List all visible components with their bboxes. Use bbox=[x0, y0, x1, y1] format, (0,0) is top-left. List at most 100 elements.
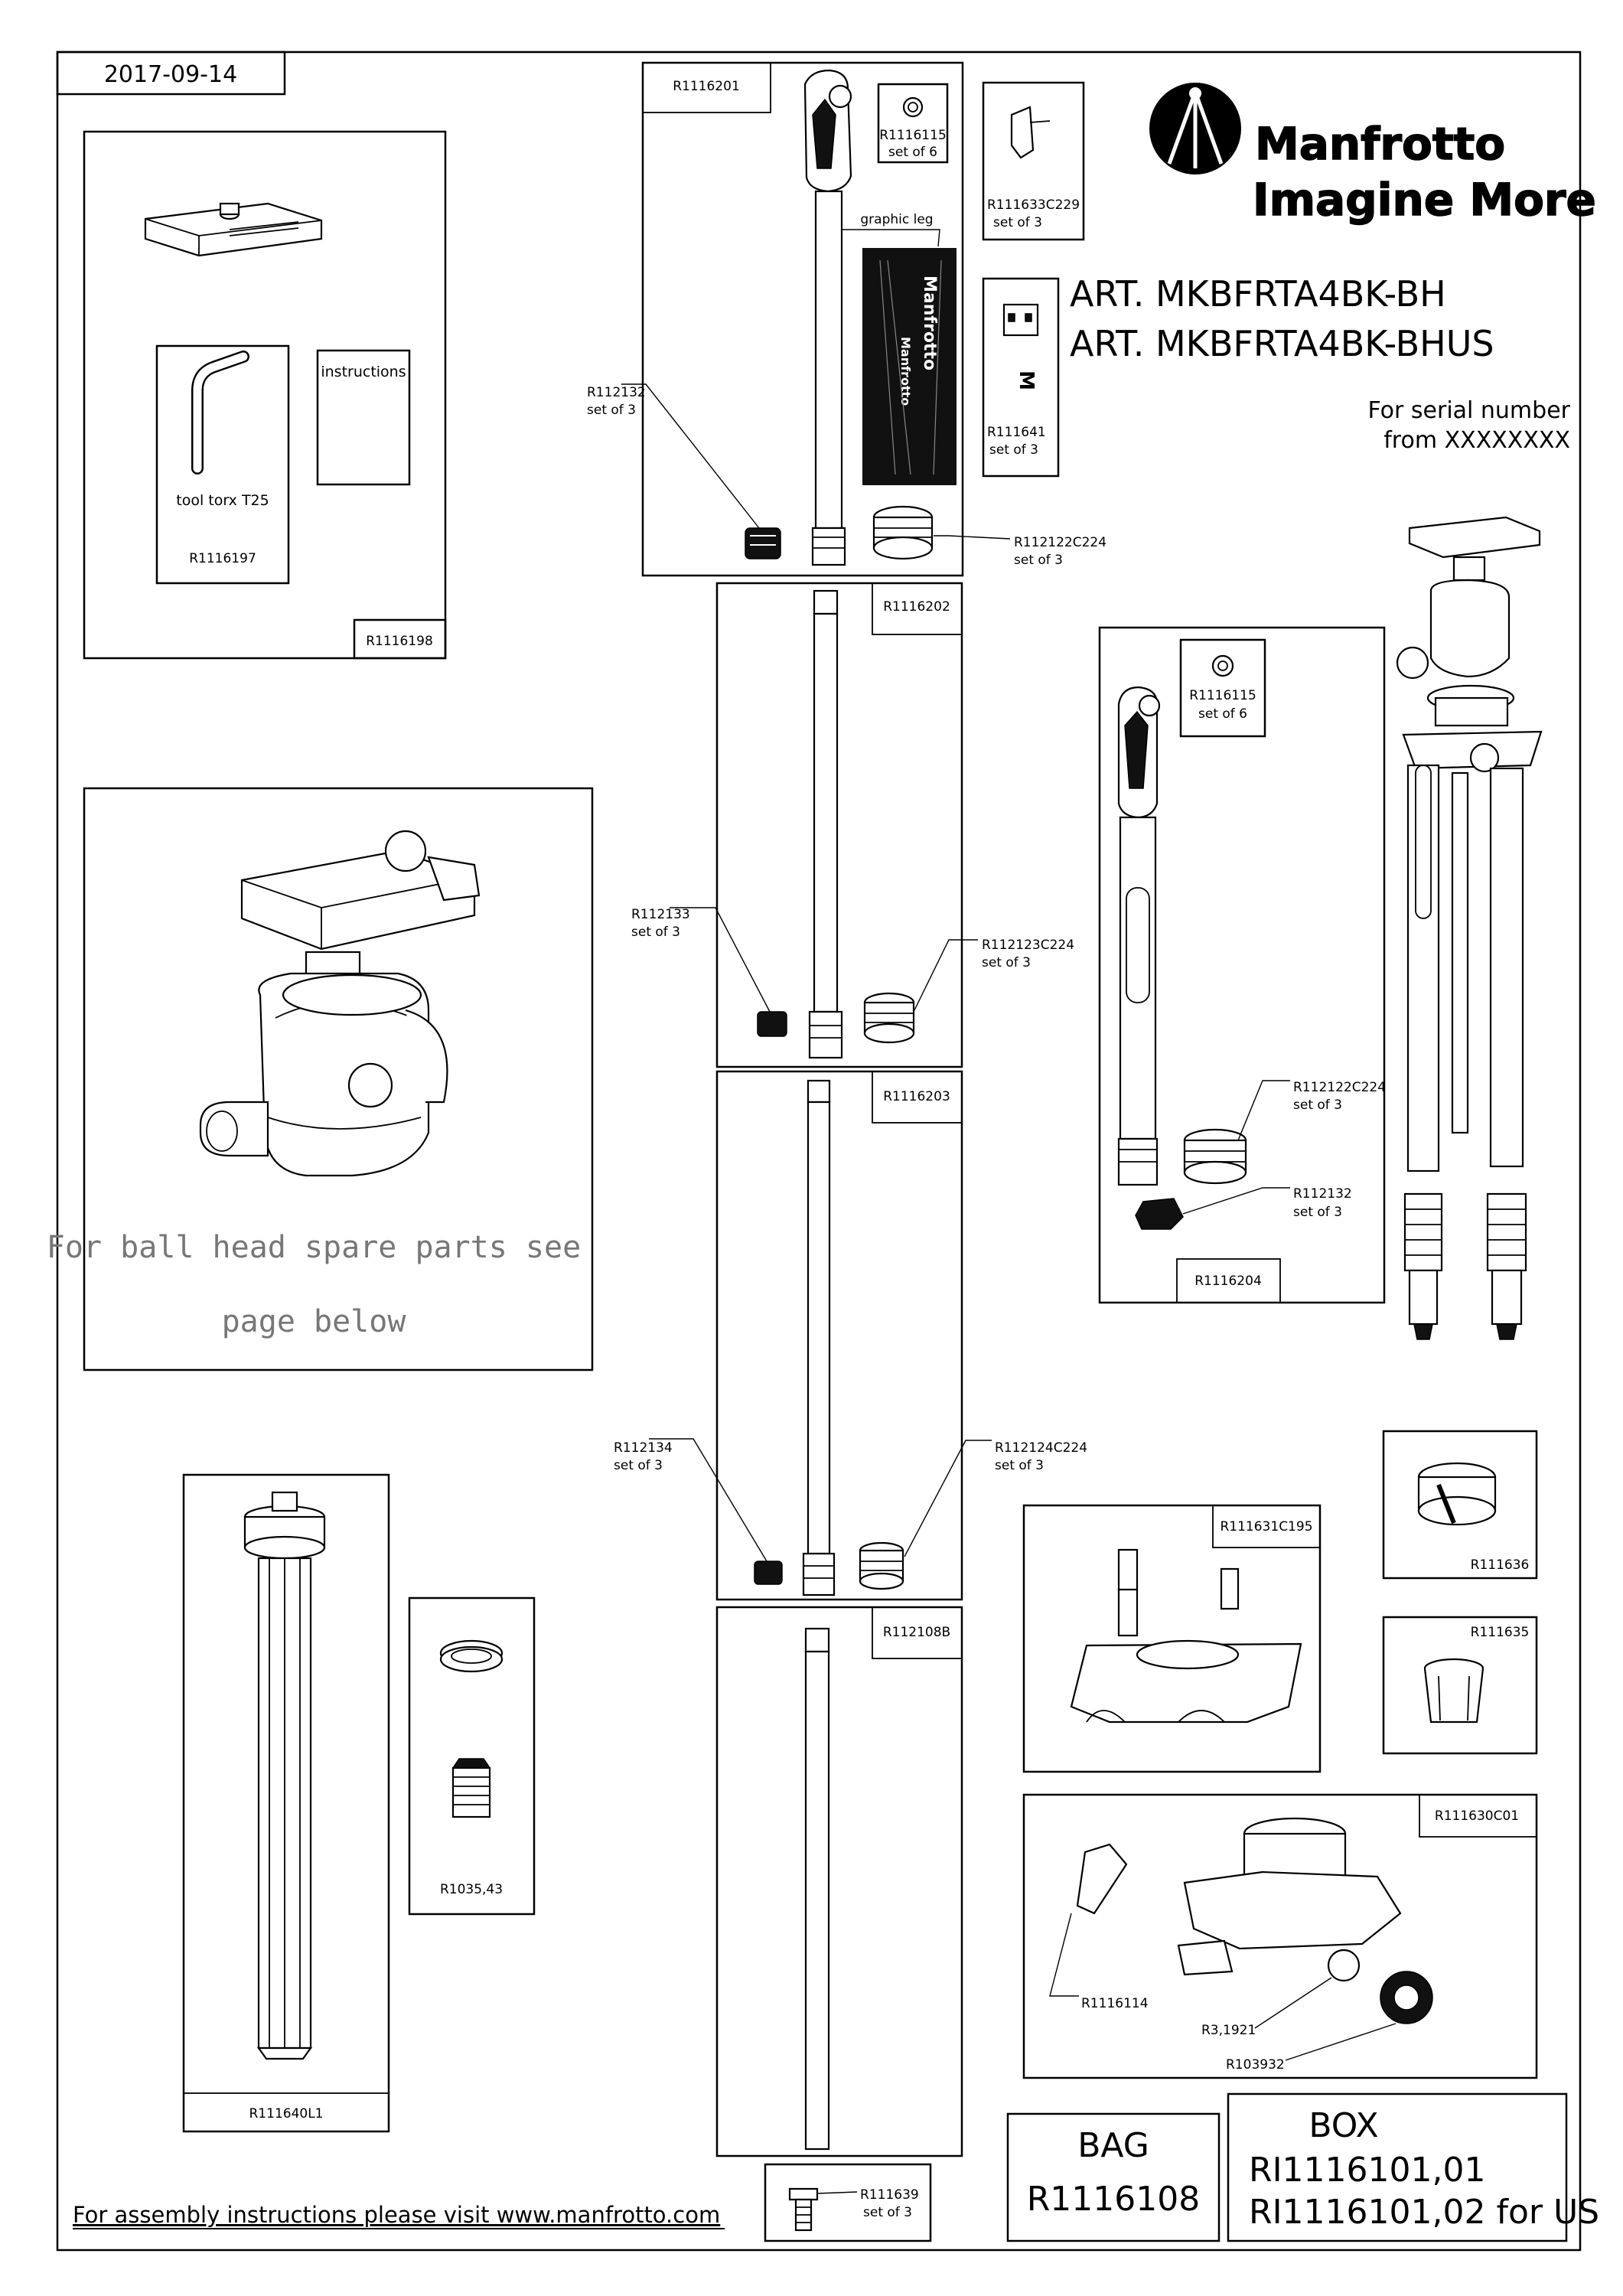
leg3-foot-code: R112134 bbox=[614, 1440, 673, 1456]
leg2-collar-code: R112123C224 bbox=[982, 938, 1074, 953]
leg-alt-foot-drawing bbox=[1135, 1198, 1184, 1230]
date-text: 2017-09-14 bbox=[104, 61, 237, 88]
screw-panel: R111639 set of 3 bbox=[764, 2163, 932, 2242]
lever-qty: set of 3 bbox=[993, 215, 1042, 230]
instructions-box bbox=[316, 349, 411, 486]
leg2-foot-qty: set of 3 bbox=[631, 925, 680, 940]
clip-qty: set of 3 bbox=[989, 442, 1038, 458]
ball-head-note-line2: page below bbox=[222, 1304, 407, 1339]
brand-block: Manfrotto Imagine More bbox=[1149, 83, 1597, 227]
box-line1: RI1116101,01 bbox=[1249, 2151, 1485, 2190]
leg-alt-collar-drawing bbox=[1183, 1128, 1247, 1185]
column-code: R111640L1 bbox=[249, 2106, 324, 2122]
tool-box bbox=[155, 344, 290, 585]
box-box: BOX RI1116101,01 RI1116101,02 for US bbox=[1227, 2092, 1599, 2242]
box-title: BOX bbox=[1309, 2106, 1378, 2145]
threaded-insert-drawing bbox=[451, 1758, 491, 1818]
spider-drawing bbox=[1070, 1548, 1302, 1724]
screw-drawing bbox=[788, 2187, 819, 2232]
leg-alt-ring-box bbox=[1179, 638, 1266, 738]
kit-box: tool torx T25 R1116197 instructions R111… bbox=[83, 130, 447, 660]
leg1-collar-qty: set of 3 bbox=[1014, 553, 1063, 568]
knob-drawing bbox=[1076, 1843, 1128, 1915]
bag-title: BAG bbox=[1077, 2126, 1149, 2165]
clip-code: R111641 bbox=[987, 425, 1046, 440]
leg1-collar-drawing bbox=[872, 505, 934, 560]
leg1-ring-qty: set of 6 bbox=[888, 145, 937, 160]
leg3-collar-code: R112124C224 bbox=[995, 1440, 1087, 1456]
leg1-panel: R1116201 R1116115 set of 6 graphic leg M… bbox=[587, 61, 1106, 577]
leg1-collar-code: R112122C224 bbox=[1014, 535, 1106, 550]
screw-qty: set of 3 bbox=[863, 2205, 912, 2220]
center-column-panel: R111640L1 bbox=[182, 1473, 390, 2133]
lever-drawing bbox=[1010, 106, 1035, 159]
ring-635-panel: R111635 bbox=[1382, 1616, 1538, 1755]
leg2-panel: R1116202 R112133 set of 3 R112123C224 se… bbox=[631, 582, 1074, 1068]
sheet-frame bbox=[56, 51, 1582, 2252]
leg3-panel: R1116203 R112134 set of 3 R112124C224 se… bbox=[614, 1070, 1087, 1601]
leg2-code: R1116202 bbox=[883, 599, 950, 615]
quick-release-plate-drawing bbox=[144, 202, 323, 257]
clip-m-logo: M bbox=[1015, 370, 1038, 390]
spider-code: R111631C195 bbox=[1220, 1519, 1312, 1534]
leg3-collar-drawing bbox=[859, 1541, 904, 1590]
leg2-drawing bbox=[808, 589, 843, 1059]
ring-636-drawing bbox=[1417, 1462, 1497, 1526]
leg1-foot-drawing bbox=[745, 527, 781, 559]
leg3-foot-drawing bbox=[754, 1561, 783, 1585]
leg2-foot-drawing bbox=[757, 1011, 787, 1037]
spider-panel: R111631C195 bbox=[1022, 1504, 1322, 1773]
base-nut-code: R3,1921 bbox=[1201, 2023, 1256, 2038]
leg1-ring-code: R1116115 bbox=[879, 128, 947, 143]
ring-635-drawing bbox=[1423, 1658, 1484, 1724]
ring-636-code: R111636 bbox=[1471, 1557, 1530, 1573]
bag-code: R1116108 bbox=[1027, 2180, 1201, 2219]
leg1-code: R1116201 bbox=[673, 79, 740, 94]
serial-line2: from XXXXXXXX bbox=[1383, 427, 1570, 454]
instructions-label: instructions bbox=[321, 364, 406, 380]
leg3-collar-qty: set of 3 bbox=[995, 1458, 1044, 1473]
bag-box: BAG R1116108 bbox=[1006, 2112, 1221, 2242]
lever-code: R111633C229 bbox=[987, 197, 1080, 213]
ring-636-panel: R111636 bbox=[1382, 1430, 1538, 1580]
manfrotto-logo-icon bbox=[1149, 83, 1241, 174]
leg-alt-collar-qty: set of 3 bbox=[1293, 1097, 1342, 1113]
ring-635-code: R111635 bbox=[1471, 1625, 1530, 1640]
center-column-drawing bbox=[243, 1491, 326, 2060]
brand-name: Manfrotto bbox=[1255, 118, 1505, 170]
leg-alt-foot-qty: set of 3 bbox=[1293, 1205, 1342, 1220]
ball-head-panel: For ball head spare parts see page below bbox=[47, 787, 594, 1371]
box-line2: RI1116101,02 for US bbox=[1249, 2193, 1599, 2232]
leg1-foot-code: R112132 bbox=[587, 385, 646, 400]
leg-alt-ring-code: R1116115 bbox=[1189, 688, 1256, 703]
leg-alt-collar-code: R112122C224 bbox=[1293, 1080, 1386, 1095]
leg-alt-code: R1116204 bbox=[1194, 1274, 1262, 1289]
leg-alt-drawing bbox=[1117, 686, 1161, 1186]
leg-alt-ring-qty: set of 6 bbox=[1198, 706, 1247, 722]
brand-tagline: Imagine More bbox=[1253, 174, 1596, 226]
date-tab: 2017-09-14 bbox=[56, 51, 286, 96]
decal-brand-text-small: Manfrotto bbox=[898, 337, 913, 406]
clip-panel: M R111641 set of 3 bbox=[982, 277, 1060, 478]
ball-head-drawing bbox=[199, 830, 481, 1177]
base-panel: R111630C01 R1116114 R3,1921 R103932 bbox=[1022, 1793, 1538, 2079]
base-drawing bbox=[1177, 1817, 1433, 2024]
footer-link[interactable]: For assembly instructions please visit w… bbox=[73, 2202, 720, 2228]
base-knob-code: R1116114 bbox=[1081, 1996, 1149, 2011]
kit-box-code: R1116198 bbox=[366, 634, 433, 649]
column-parts-panel: R1035,43 bbox=[408, 1596, 536, 1916]
article-2: ART. MKBFRTA4BK-BHUS bbox=[1070, 323, 1494, 364]
tool-label: tool torx T25 bbox=[176, 492, 269, 509]
leg3-foot-qty: set of 3 bbox=[614, 1458, 663, 1473]
lever-panel: R111633C229 set of 3 bbox=[982, 81, 1085, 241]
leg1-graphic-label: graphic leg bbox=[860, 212, 933, 227]
leg1-foot-qty: set of 3 bbox=[587, 403, 636, 418]
ball-head-note-line1: For ball head spare parts see bbox=[47, 1230, 581, 1265]
leg2-foot-code: R112133 bbox=[631, 907, 690, 922]
leg1-drawing bbox=[803, 69, 852, 566]
leg-alt-foot-code: R112132 bbox=[1293, 1186, 1352, 1202]
short-column-code: R112108B bbox=[883, 1625, 950, 1640]
column-parts-code: R1035,43 bbox=[440, 1882, 503, 1897]
leg-alt-panel: R1116204 R1116115 set of 6 R112122C224 s… bbox=[1098, 626, 1386, 1304]
